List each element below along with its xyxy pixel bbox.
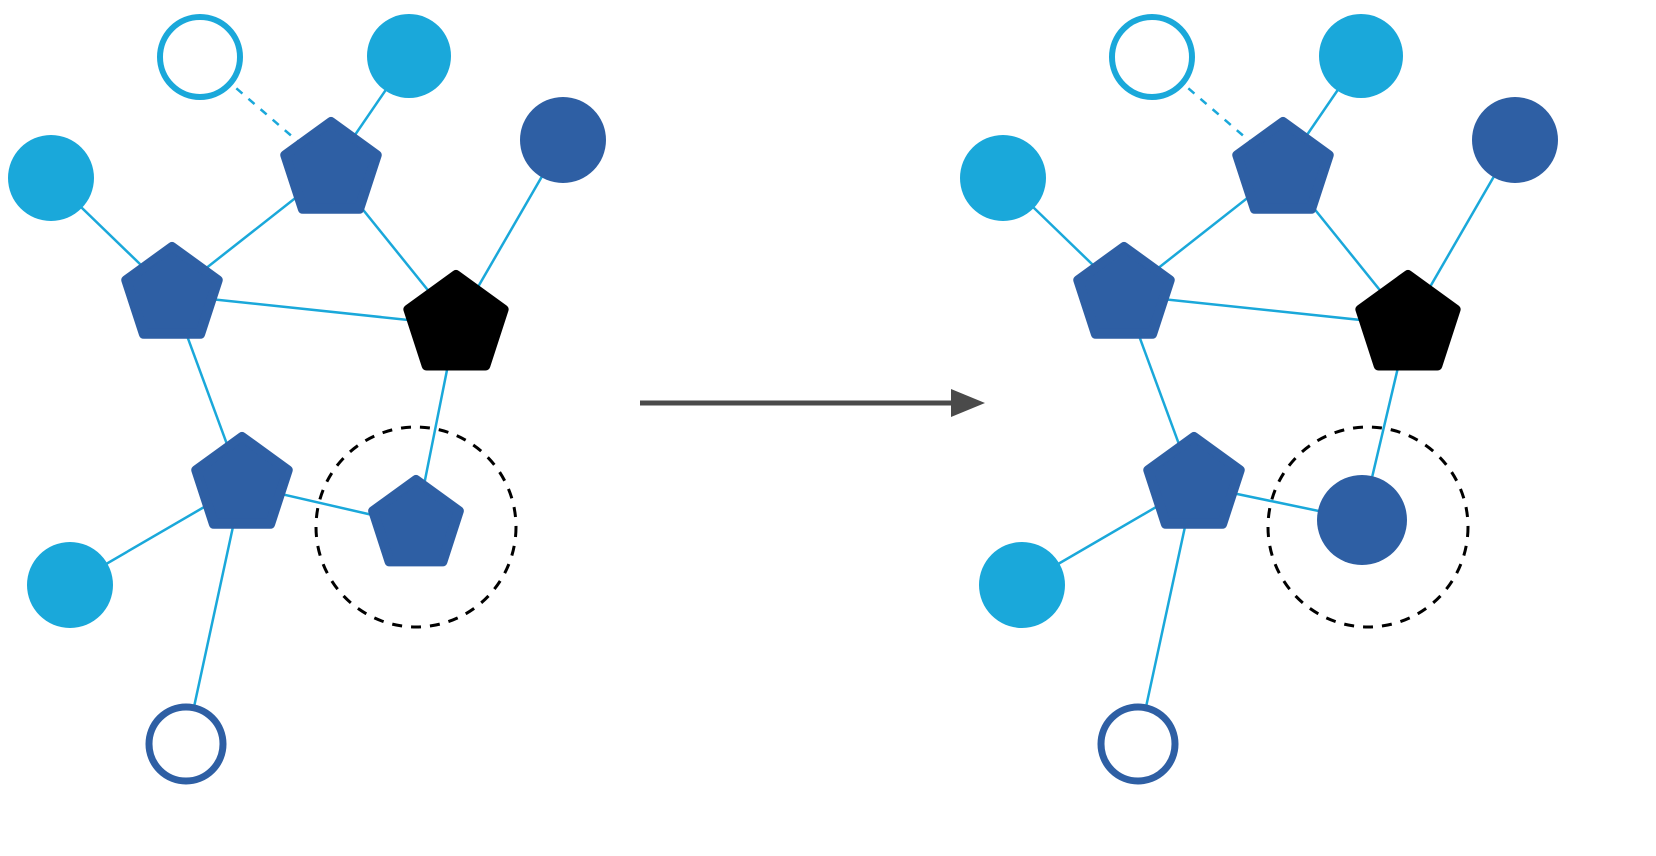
highlight-ring <box>1266 425 1470 629</box>
before-pentagon-top <box>280 117 382 214</box>
after-pentagon-bottom-left <box>1143 432 1245 529</box>
after-cyan-circle-left <box>960 135 1046 221</box>
graph-before <box>8 14 606 785</box>
after-pentagon-top <box>1232 117 1334 214</box>
after-pentagon-mid-left <box>1073 242 1175 339</box>
before-pentagon-mid-left <box>121 242 223 339</box>
after-cyan-circle-top <box>1319 14 1403 98</box>
after-open-blue-circle <box>1097 703 1179 785</box>
before-cyan-circle-bottom <box>27 542 113 628</box>
before-pentagon-bottom-left <box>191 432 293 529</box>
before-open-blue-circle <box>145 703 227 785</box>
before-open-cyan-circle <box>157 14 243 100</box>
before-blue-circle-right <box>520 97 606 183</box>
transform-arrow <box>640 389 985 417</box>
before-cyan-circle-top <box>367 14 451 98</box>
after-cyan-circle-bottom <box>979 542 1065 628</box>
graph-after <box>960 14 1558 785</box>
highlight-ring <box>314 425 518 629</box>
after-blue-circle-right <box>1472 97 1558 183</box>
transform-arrow-head <box>951 389 985 417</box>
before-pentagon-black <box>403 270 509 371</box>
after-highlighted-node <box>1317 475 1407 565</box>
after-pentagon-black <box>1355 270 1461 371</box>
before-highlighted-node <box>368 475 464 567</box>
before-cyan-circle-left <box>8 135 94 221</box>
after-open-cyan-circle <box>1109 14 1195 100</box>
